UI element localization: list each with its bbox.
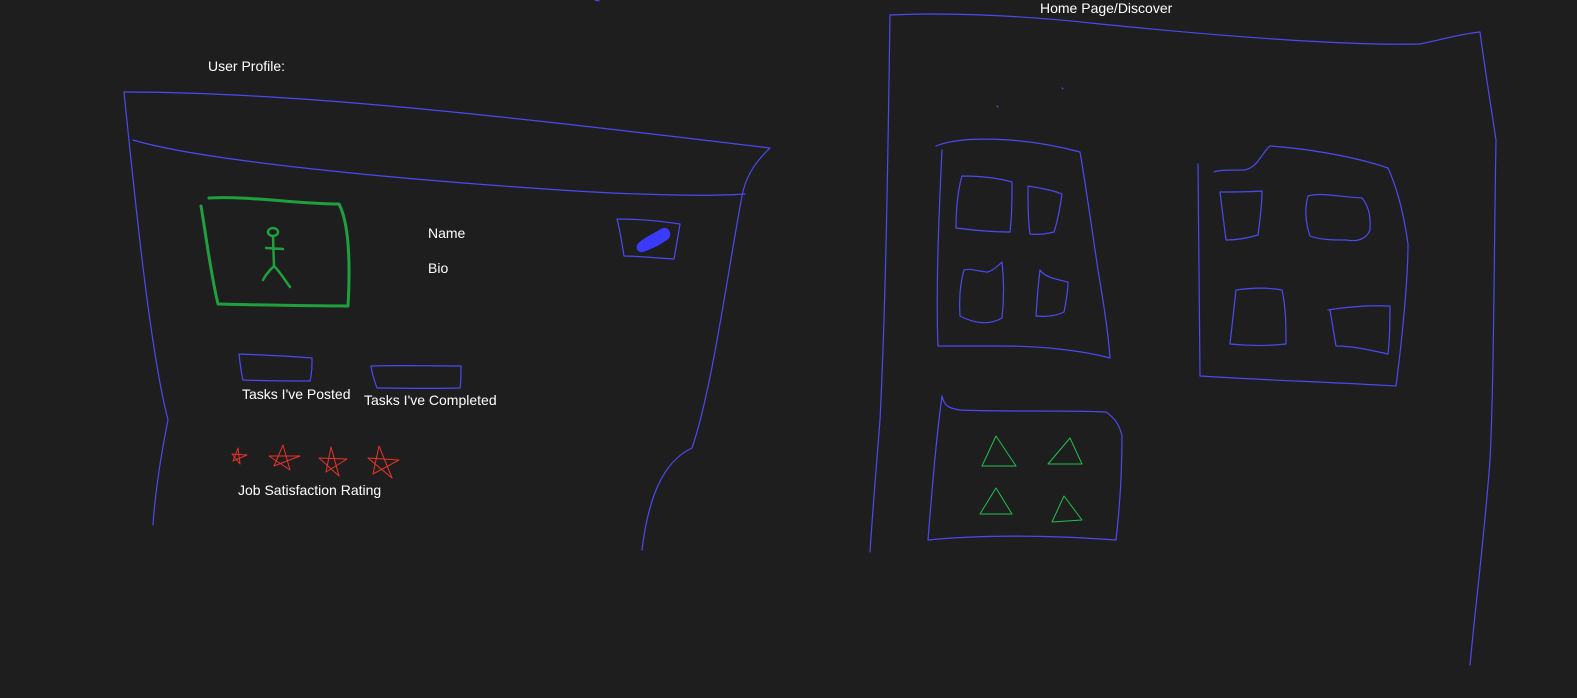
tile [1327,305,1391,355]
tile [955,175,1013,233]
name-label[interactable]: Name [428,225,466,241]
triangle-icon [981,435,1017,467]
star-icon [367,445,400,479]
profile-frame-outline [123,91,771,551]
tasks-completed-label: Tasks I've Completed [364,392,497,408]
tile [1027,185,1063,235]
tasks-completed-button[interactable] [370,364,462,390]
stick-figure-icon [261,226,292,289]
category-card-frame [1197,145,1409,387]
bio-label[interactable]: Bio [428,260,449,276]
tile [959,261,1005,324]
tile [1035,269,1069,317]
tile [1305,193,1371,242]
rating-stars [231,444,400,479]
star-icon [231,447,248,465]
avatar [199,196,351,308]
edit-button-frame [616,218,681,260]
home-frame-top-right [889,13,1497,666]
dot [996,105,999,108]
tile [1219,190,1263,241]
category-card[interactable] [935,138,1111,359]
star-icon [268,444,301,471]
category-card[interactable] [927,395,1123,541]
star-icon [318,446,348,477]
tasks-posted-button[interactable] [238,353,313,382]
tasks-posted-label: Tasks I've Posted [242,386,351,402]
pencil-icon [636,227,671,253]
avatar-frame [199,196,351,308]
category-card-frame [935,138,1111,359]
home-frame [869,13,1497,666]
edit-button[interactable] [616,218,681,260]
profile-frame-left-edge [123,91,169,526]
triangle-icon [1051,495,1083,523]
home-frame-left-edge [869,14,891,553]
triangle-icon [1047,437,1083,465]
rating-label: Job Satisfaction Rating [238,482,382,498]
stray-mark [594,0,600,2]
category-card-frame [927,395,1123,541]
profile-header-line [132,139,746,196]
dot [1061,87,1064,90]
category-card[interactable] [1197,145,1409,387]
profile-frame [123,91,771,551]
tile [1229,287,1287,347]
profile-section-title: User Profile: [208,58,286,74]
triangle-icon [979,487,1013,515]
home-section-title: Home Page/Discover [1040,0,1173,16]
